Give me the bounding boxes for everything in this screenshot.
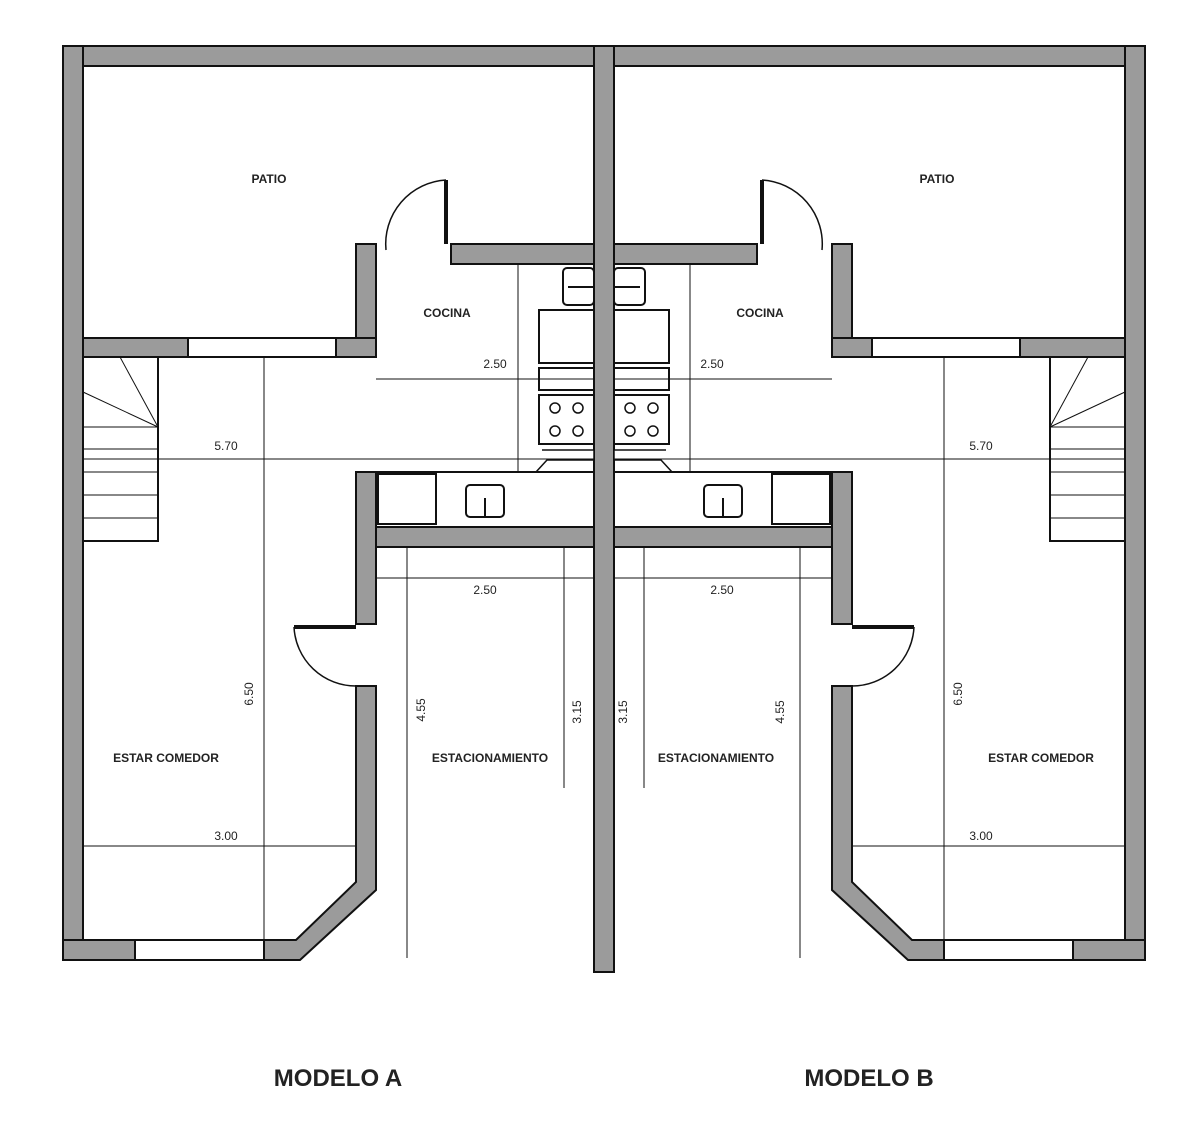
- a-stove-burner: [572, 425, 584, 437]
- a-room-patio: PATIO: [252, 172, 287, 186]
- a-garage-wall-lower: [263, 685, 377, 961]
- b-stove: [613, 394, 670, 445]
- a-counter: [538, 309, 595, 364]
- b-dim-living-length: 6.50: [951, 682, 965, 706]
- b-room-cocina: COCINA: [736, 306, 784, 320]
- b-patio-door-swing: [761, 179, 824, 251]
- a-dim-kitchen-width: 2.50: [483, 357, 507, 371]
- b-patio-wall-right: [1019, 337, 1126, 358]
- model-a-title: MODELO A: [274, 1065, 402, 1092]
- a-room-estar-comedor: ESTAR COMEDOR: [113, 751, 219, 765]
- b-patio-wall-mid: [831, 337, 873, 358]
- a-dim-living-bay: 3.00: [214, 829, 238, 843]
- windows: [134, 337, 1074, 961]
- a-stairs-winder: [119, 356, 159, 428]
- dimension-lines: [83, 264, 1125, 958]
- b-counter: [613, 309, 670, 364]
- party-wall: [593, 45, 615, 973]
- a-stove-burner: [549, 402, 561, 414]
- b-stove-burner: [624, 425, 636, 437]
- a-garage-wall-upper: [355, 471, 377, 625]
- a-front-window: [134, 939, 265, 961]
- b-kitchen-pier: [831, 243, 853, 339]
- a-counter-corner: [535, 449, 595, 473]
- b-stove-burner: [647, 425, 659, 437]
- a-garage-door-swing: [293, 626, 357, 687]
- a-stove: [538, 394, 595, 445]
- a-patio-window: [187, 337, 337, 358]
- a-garage-wall-top: [355, 526, 595, 548]
- a-stove-burner: [572, 402, 584, 414]
- a-room-estacionamiento: ESTACIONAMIENTO: [432, 751, 548, 765]
- a-room-cocina: COCINA: [423, 306, 471, 320]
- b-stove-burner: [647, 402, 659, 414]
- outer-wall-right: [1124, 45, 1146, 961]
- b-room-estacionamiento: ESTACIONAMIENTO: [658, 751, 774, 765]
- a-dim-parking-length: 4.55: [414, 698, 428, 722]
- doors: [293, 179, 915, 687]
- a-dim-parking-width: 2.50: [473, 583, 497, 597]
- b-counter-corner: [613, 449, 673, 473]
- b-stairs-winder: [1049, 356, 1089, 428]
- a-dim-parking-side: 3.15: [570, 700, 584, 724]
- b-garage-wall-upper: [831, 471, 853, 625]
- b-dim-living-bay: 3.00: [969, 829, 993, 843]
- b-garage-wall-top: [613, 526, 853, 548]
- kitchen-fixtures: [375, 267, 833, 528]
- outer-wall-left: [62, 45, 84, 961]
- a-patio-door-swing: [384, 179, 447, 251]
- room-labels: PATIO COCINA ESTAR COMEDOR ESTACIONAMIEN…: [113, 172, 1094, 765]
- a-stairs: [82, 356, 159, 542]
- b-room-estar-comedor: ESTAR COMEDOR: [988, 751, 1094, 765]
- b-stove-burner: [624, 402, 636, 414]
- a-kitchen-pier: [355, 243, 377, 339]
- a-stairs-winder: [82, 391, 159, 428]
- dimension-labels: 2.50 5.70 6.50 3.00 2.50 4.55 3.15 2.50 …: [214, 357, 993, 843]
- a-front-wall-left: [62, 939, 136, 961]
- b-garage-wall-lower: [831, 685, 945, 961]
- b-cabinet: [771, 473, 831, 525]
- b-dim-parking-width: 2.50: [710, 583, 734, 597]
- b-kitchen-wall-top: [613, 243, 758, 265]
- a-patio-wall-left: [82, 337, 189, 358]
- a-patio-wall-mid: [335, 337, 377, 358]
- b-dim-parking-side: 3.15: [616, 700, 630, 724]
- b-dim-living-width: 5.70: [969, 439, 993, 453]
- b-stairs-winder: [1049, 391, 1126, 428]
- b-dim-kitchen-width: 2.50: [700, 357, 724, 371]
- model-b-title: MODELO B: [804, 1065, 933, 1092]
- a-dim-living-width: 5.70: [214, 439, 238, 453]
- b-patio-window: [871, 337, 1021, 358]
- a-cabinet: [377, 473, 437, 525]
- b-front-wall-right: [1072, 939, 1146, 961]
- a-stove-burner: [549, 425, 561, 437]
- b-front-window: [943, 939, 1074, 961]
- b-dim-parking-length: 4.55: [773, 700, 787, 724]
- b-garage-door-swing: [851, 626, 915, 687]
- b-stairs: [1049, 356, 1126, 542]
- b-room-patio: PATIO: [920, 172, 955, 186]
- a-kitchen-wall-top: [450, 243, 595, 265]
- a-dim-living-length: 6.50: [242, 682, 256, 706]
